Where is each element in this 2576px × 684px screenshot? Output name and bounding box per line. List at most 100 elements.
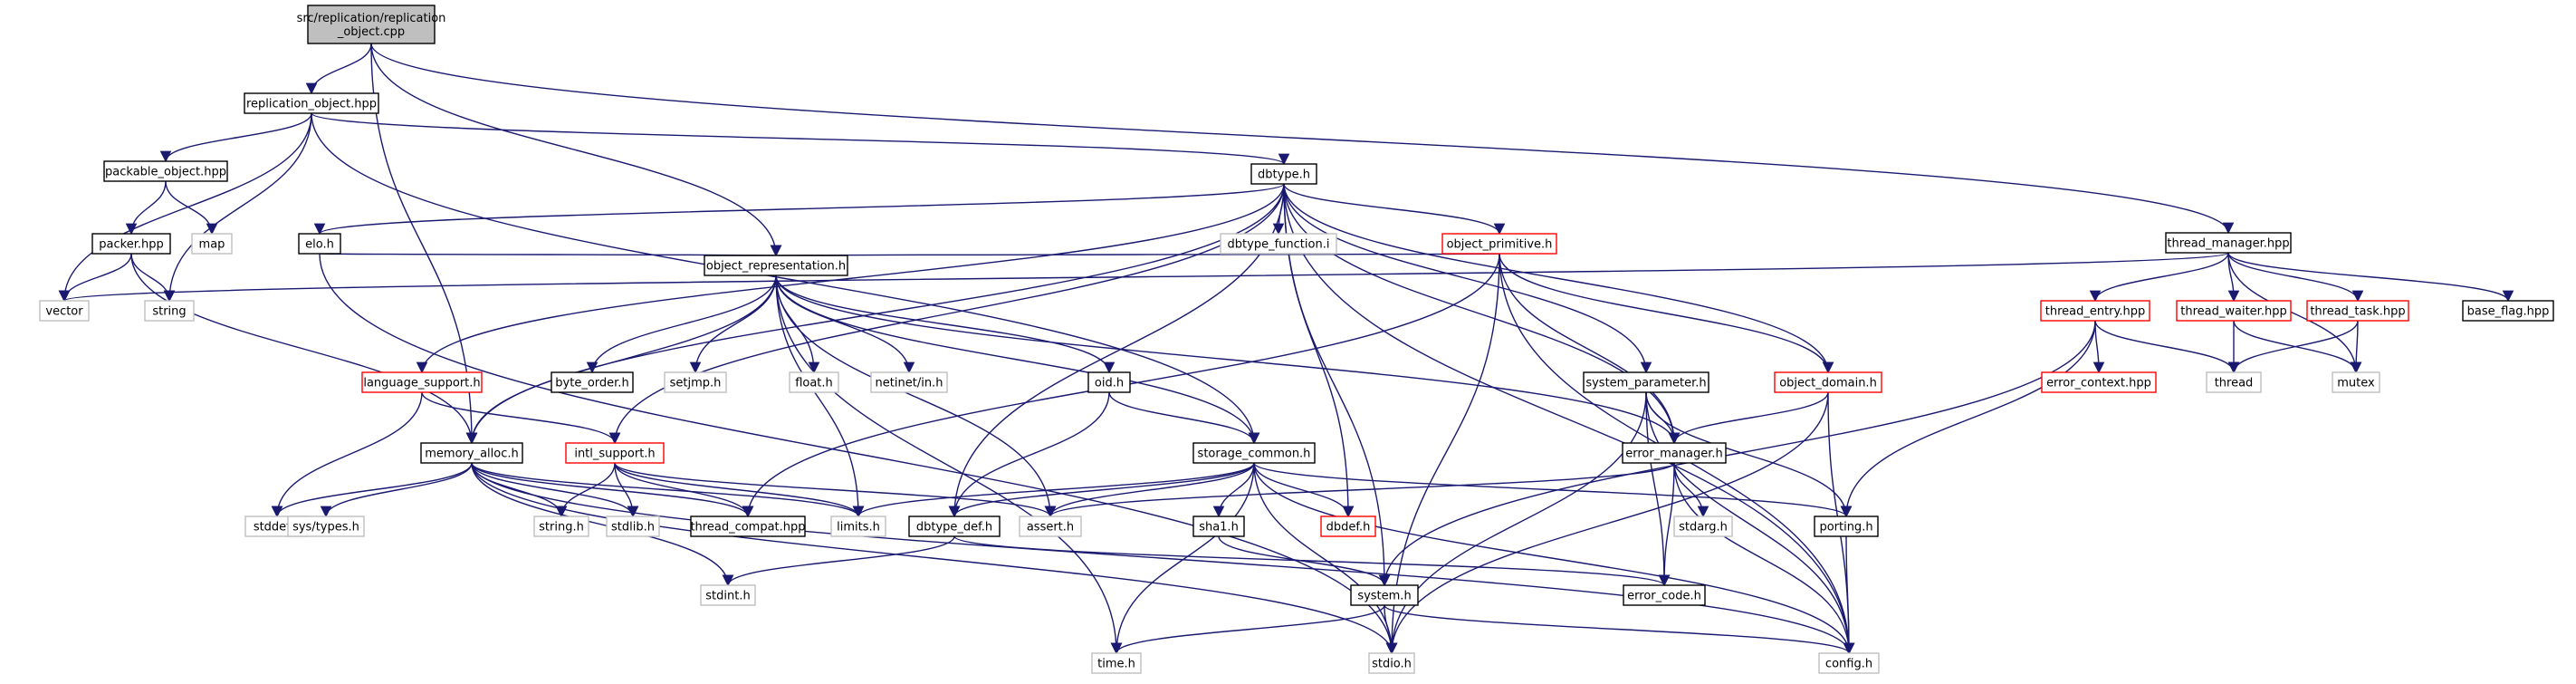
edge-object_representation_h-to-time_h: [775, 275, 1123, 655]
node-box: [1583, 371, 1709, 393]
node-box: [1320, 515, 1376, 537]
node-error-context-hpp[interactable]: error_context.hpp: [2041, 371, 2157, 393]
node-object-representation-h[interactable]: object_representation.h: [704, 255, 848, 276]
node-label: object_primitive.h: [1447, 238, 1553, 252]
node-label: oid.h: [1095, 377, 1124, 390]
edge-object_representation_h-to-byte_order_h: [586, 275, 777, 374]
node-object-primitive-h[interactable]: object_primitive.h: [1441, 233, 1557, 255]
node-language-support-h[interactable]: language_support.h: [361, 371, 483, 393]
node-box: [144, 300, 195, 322]
node-label: base_flag.hpp: [2467, 305, 2550, 319]
node-object-domain-h[interactable]: object_domain.h: [1774, 371, 1882, 393]
node-box: [1623, 584, 1706, 606]
edge-object_representation_h-to-error_manager_h: [775, 275, 1681, 445]
node-label: string.h: [539, 521, 584, 535]
node-vector: vector: [39, 300, 90, 322]
edge-dbtype_h-to-object_primitive_h: [1283, 183, 1506, 236]
node-packer-hpp[interactable]: packer.hpp: [91, 233, 171, 255]
edge-root-to-replication_object_hpp: [305, 43, 372, 95]
edge-object_representation_h-to-limits_h: [775, 275, 865, 518]
node-label: error_manager.h: [1625, 448, 1723, 461]
node-label: dbtype.h: [1258, 169, 1310, 182]
edge-intl_support_h-to-stdlib_h: [614, 462, 639, 518]
node-map: map: [191, 233, 233, 255]
edge-intl_support_h-to-thread_compat_hpp: [614, 462, 754, 518]
edge-root-to-thread_manager_hpp: [370, 43, 2235, 235]
edge-elo_h-to-stdio_h: [319, 253, 1398, 655]
node-thread-compat-hpp[interactable]: thread_compat.hpp: [690, 515, 806, 537]
node-box: [1019, 515, 1082, 537]
node-float-h: float.h: [789, 371, 839, 393]
node-error-manager-h[interactable]: error_manager.h: [1622, 442, 1727, 464]
node-assert-h: assert.h: [1019, 515, 1082, 537]
node-system-h[interactable]: system.h: [1350, 584, 1419, 606]
edge-dbtype_h-to-system_parameter_h: [1283, 183, 1652, 374]
node-system-parameter-h[interactable]: system_parameter.h: [1583, 371, 1709, 393]
node-box: [2041, 371, 2157, 393]
node-dbtype-def-h[interactable]: dbtype_def.h: [908, 515, 1001, 537]
node-packable-object-hpp[interactable]: packable_object.hpp: [103, 160, 228, 182]
node-label: float.h: [795, 377, 833, 390]
node-thread-manager-hpp[interactable]: thread_manager.hpp: [2165, 232, 2292, 254]
node-box: [1814, 515, 1879, 537]
node-box: [361, 371, 483, 393]
node-box: [704, 255, 848, 276]
node-label: memory_alloc.h: [425, 448, 518, 461]
node-storage-common-h[interactable]: storage_common.h: [1192, 442, 1316, 464]
node-intl-support-h[interactable]: intl_support.h: [565, 442, 665, 464]
node-base-flag-hpp[interactable]: base_flag.hpp: [2462, 300, 2554, 322]
edge-dbtype_h-to-error_manager_h: [1283, 183, 1681, 445]
edge-storage_common_h-to-dbdef_h: [1253, 462, 1355, 518]
node-error-code-h[interactable]: error_code.h: [1623, 584, 1706, 606]
node-label: intl_support.h: [574, 448, 655, 461]
edge-error_manager_h-to-error_code_h: [1658, 462, 1675, 587]
edge-object_primitive_h-to-object_domain_h: [1499, 253, 1834, 374]
node-porting-h[interactable]: porting.h: [1814, 515, 1879, 537]
edge-system_h-to-time_h: [1110, 604, 1385, 655]
node-box: [1774, 371, 1882, 393]
edge-memory_alloc_h-to-sys_types_h: [320, 462, 473, 518]
node-time-h: time.h: [1091, 652, 1142, 674]
node-label: dbdef.h: [1326, 521, 1371, 535]
node-box: [2176, 300, 2292, 322]
node-mutex: mutex: [2332, 371, 2380, 393]
edge-thread_entry_hpp-to-system_h: [1378, 320, 2096, 587]
edge-oid_h-to-storage_common_h: [1108, 391, 1260, 445]
node-dbdef-h[interactable]: dbdef.h: [1320, 515, 1376, 537]
node-dbtype-h[interactable]: dbtype.h: [1250, 163, 1317, 185]
node-root[interactable]: src/replication/replication_object.cpp: [297, 5, 446, 44]
node-box: [1220, 233, 1337, 255]
edge-memory_alloc_h-to-stdint_h: [471, 462, 734, 587]
node-box: [1673, 515, 1733, 537]
edge-dbtype_h-to-elo_h: [314, 183, 1285, 236]
node-box: [91, 233, 171, 255]
node-memory-alloc-h[interactable]: memory_alloc.h: [420, 442, 523, 464]
node-box: [1350, 584, 1419, 606]
node-box: [244, 92, 379, 114]
node-label: mutex: [2337, 377, 2375, 390]
node-sha1-h[interactable]: sha1.h: [1192, 515, 1245, 537]
node-stdarg-h: stdarg.h: [1673, 515, 1733, 537]
edge-storage_common_h-to-assert_h: [1044, 462, 1255, 518]
node-box: [2332, 371, 2380, 393]
node-label: dbtype_def.h: [916, 521, 992, 535]
node-label: vector: [45, 305, 83, 319]
node-byte-order-h[interactable]: byte_order.h: [551, 371, 634, 393]
node-oid-h[interactable]: oid.h: [1087, 371, 1131, 393]
edge-language_support_h-to-intl_support_h: [421, 391, 621, 445]
node-box: [307, 5, 436, 44]
node-thread-waiter-hpp[interactable]: thread_waiter.hpp: [2176, 300, 2292, 322]
edge-thread_entry_hpp-to-error_context_hpp: [2092, 320, 2105, 374]
node-box: [2165, 232, 2292, 254]
node-elo-h[interactable]: elo.h: [298, 233, 341, 255]
node-replication-object-hpp[interactable]: replication_object.hpp: [244, 92, 379, 114]
node-thread-task-hpp[interactable]: thread_task.hpp: [2306, 300, 2409, 322]
node-label: thread_entry.hpp: [2045, 305, 2146, 319]
edge-root-to-memory_alloc_h: [370, 43, 478, 445]
edge-dbtype_h-to-system_h: [1283, 183, 1391, 587]
node-dbtype-function-i: dbtype_function.i: [1220, 233, 1337, 255]
edge-error_manager_h-to-config_h: [1673, 462, 1855, 655]
edge-thread_task_hpp-to-thread: [2227, 320, 2359, 374]
node-label: dbtype_function.i: [1228, 238, 1330, 252]
node-thread-entry-hpp[interactable]: thread_entry.hpp: [2040, 300, 2150, 322]
